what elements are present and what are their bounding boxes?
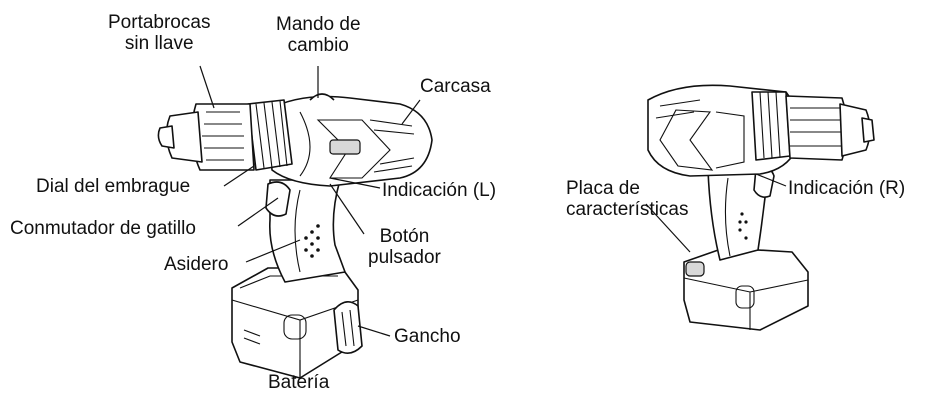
label-button-line1: Botón <box>379 226 430 247</box>
label-nameplate-line2: características <box>566 199 689 220</box>
label-trigger-switch: Conmutador de gatillo <box>10 218 196 239</box>
label-grip: Asidero <box>164 254 229 275</box>
label-clutch-dial: Dial del embrague <box>36 176 191 197</box>
left-body-housing <box>267 93 433 187</box>
leader-nameplate <box>645 203 691 253</box>
label-hook: Gancho <box>394 326 461 347</box>
label-indication-l: Indicación (L) <box>382 180 497 201</box>
label-indication-r: Indicación (R) <box>788 178 906 199</box>
label-chuck-line2: sin llave <box>124 33 194 54</box>
leader-indication-r <box>755 173 787 187</box>
label-battery: Batería <box>268 372 330 393</box>
leader-clutch <box>223 165 255 187</box>
left-chuck <box>157 99 293 171</box>
leader-button <box>329 183 365 235</box>
leader-housing <box>401 99 421 125</box>
leader-chuck <box>199 65 215 109</box>
left-hook <box>333 301 363 354</box>
label-housing: Carcasa <box>420 76 491 97</box>
right-drill <box>647 84 875 331</box>
label-button-line2: pulsador <box>368 247 441 268</box>
label-shift-knob: Mando de cambio <box>276 14 361 56</box>
label-shift-line1: Mando de <box>276 14 361 35</box>
left-handle <box>265 169 346 283</box>
label-nameplate: Placa de características <box>566 178 688 220</box>
right-chuck <box>751 91 875 161</box>
leader-hook <box>357 325 391 337</box>
label-chuck-line1: Portabrocas <box>108 12 211 33</box>
label-nameplate-line1: Placa de <box>566 178 640 199</box>
leader-grip <box>245 239 301 263</box>
label-chuck: Portabrocas sin llave <box>108 12 210 54</box>
right-battery-pack <box>683 247 809 331</box>
leader-indication-l <box>329 177 381 189</box>
label-shift-line2: cambio <box>287 35 349 56</box>
leader-trigger <box>237 197 279 227</box>
leader-lines <box>199 65 787 378</box>
right-handle <box>707 166 775 261</box>
label-push-button: Botón pulsador <box>368 226 441 268</box>
left-drill <box>157 93 433 379</box>
